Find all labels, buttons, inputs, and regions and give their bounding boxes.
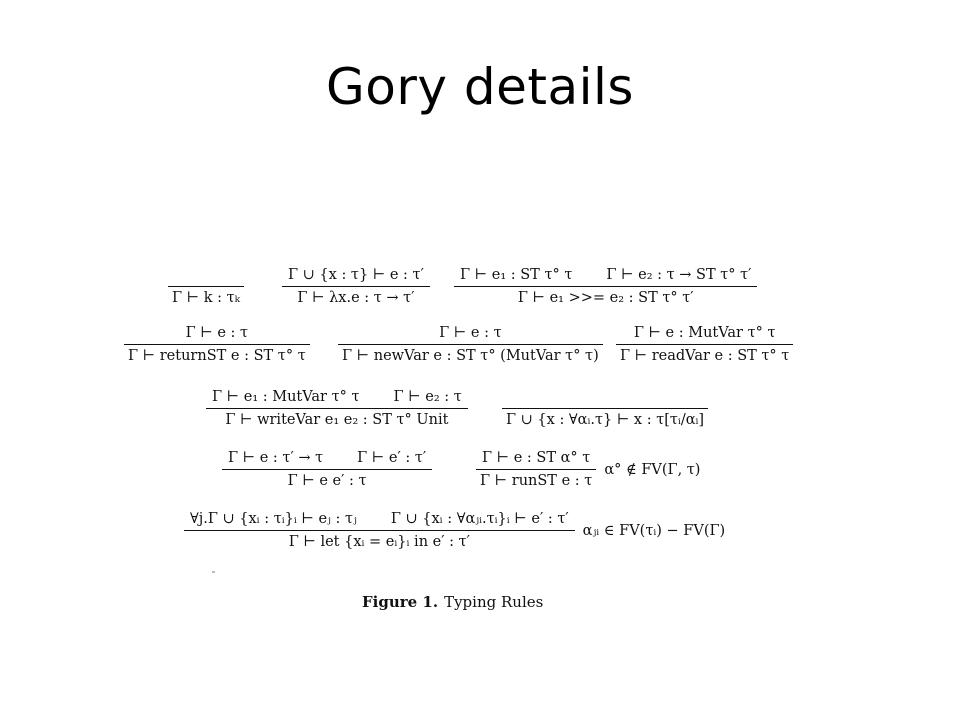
premise-row [173,263,239,283]
premise: Γ ⊢ e₁ : ST τ° τ [460,267,573,283]
premise-row: Γ ⊢ e : ST α° τ [476,446,596,466]
premise: Γ ⊢ e : MutVar τ° τ [633,325,776,341]
premise-row: ∀j.Γ ∪ {xᵢ : τᵢ}ᵢ ⊢ eⱼ : τⱼ Γ ∪ {xᵢ : ∀α… [184,507,575,527]
inference-fraction: Γ ⊢ e : MutVar τ° τ Γ ⊢ readVar e : ST τ… [616,321,794,368]
inference-fraction: Γ ⊢ e : τ Γ ⊢ returnST e : ST τ° τ [124,321,310,368]
inference-bar [454,286,758,288]
rule-const: Γ ⊢ k : τₖ [168,263,244,310]
inference-fraction: ∀j.Γ ∪ {xᵢ : τᵢ}ᵢ ⊢ eⱼ : τⱼ Γ ∪ {xᵢ : ∀α… [184,507,575,554]
conclusion: Γ ⊢ e e′ : τ [287,473,367,490]
premise: Γ ⊢ e : ST α° τ [482,450,591,466]
conclusion: Γ ⊢ e₁ >>= e₂ : ST τ° τ′ [517,290,694,307]
conclusion: Γ ⊢ λx.e : τ → τ′ [297,290,415,307]
conclusion: Γ ⊢ k : τₖ [172,290,240,307]
inference-fraction: Γ ⊢ e₁ : MutVar τ° τ Γ ⊢ e₂ : τ Γ ⊢ writ… [206,385,468,432]
inference-fraction: Γ ∪ {x : τ} ⊢ e : τ′ Γ ⊢ λx.e : τ → τ′ [282,263,430,310]
rule-let: ∀j.Γ ∪ {xᵢ : τᵢ}ᵢ ⊢ eⱼ : τⱼ Γ ∪ {xᵢ : ∀α… [184,507,725,554]
rule-newvar: Γ ⊢ e : τ Γ ⊢ newVar e : ST τ° (MutVar τ… [338,321,603,368]
premise: Γ ∪ {x : τ} ⊢ e : τ′ [288,267,424,283]
inference-fraction: Γ ⊢ e : τ Γ ⊢ newVar e : ST τ° (MutVar τ… [338,321,603,368]
side-condition: α° ∉ FV(Γ, τ) [604,461,701,478]
inference-fraction: Γ ∪ {x : ∀αᵢ.τ} ⊢ x : τ[τᵢ/αᵢ] [502,385,709,432]
rule-bind: Γ ⊢ e₁ : ST τ° τ Γ ⊢ e₂ : τ → ST τ° τ′ Γ… [454,263,758,310]
premise: Γ ⊢ e₁ : MutVar τ° τ [212,389,360,405]
figure-label: Figure 1. [362,593,439,611]
conclusion: Γ ⊢ writeVar e₁ e₂ : ST τ° Unit [225,412,449,429]
premise-row [599,385,611,405]
premise: Γ ⊢ e′ : τ′ [357,450,427,466]
inference-bar [168,286,244,288]
conclusion: Γ ⊢ returnST e : ST τ° τ [128,348,306,365]
inference-bar [616,344,794,346]
premise-row: Γ ⊢ e : MutVar τ° τ [628,321,782,341]
premise: Γ ⊢ e : τ′ → τ [228,450,324,466]
conclusion: Γ ⊢ newVar e : ST τ° (MutVar τ° τ) [342,348,599,365]
premise-row: Γ ⊢ e : τ [180,321,254,341]
inference-bar [338,344,603,346]
slide-title: Gory details [326,58,634,116]
premise: Γ ⊢ e₂ : τ → ST τ° τ′ [606,267,752,283]
inference-bar [124,344,310,346]
inference-bar [206,408,468,410]
premise-row: Γ ⊢ e₁ : ST τ° τ Γ ⊢ e₂ : τ → ST τ° τ′ [454,263,757,283]
rule-var: Γ ∪ {x : ∀αᵢ.τ} ⊢ x : τ[τᵢ/αᵢ] [502,385,709,432]
conclusion: Γ ⊢ let {xᵢ = eᵢ}ᵢ in e′ : τ′ [288,534,470,551]
rule-app: Γ ⊢ e : τ′ → τ Γ ⊢ e′ : τ′ Γ ⊢ e e′ : τ [222,446,433,493]
inference-bar [184,530,575,532]
inference-bar [222,469,433,471]
premise-row: Γ ⊢ e : τ [433,321,507,341]
rule-returnst: Γ ⊢ e : τ Γ ⊢ returnST e : ST τ° τ [124,321,310,368]
rule-writevar: Γ ⊢ e₁ : MutVar τ° τ Γ ⊢ e₂ : τ Γ ⊢ writ… [206,385,468,432]
premise-row: Γ ⊢ e : τ′ → τ Γ ⊢ e′ : τ′ [222,446,432,466]
inference-fraction: Γ ⊢ e : τ′ → τ Γ ⊢ e′ : τ′ Γ ⊢ e e′ : τ [222,446,433,493]
conclusion: Γ ⊢ runST e : τ [480,473,593,490]
inference-fraction: Γ ⊢ e : ST α° τ Γ ⊢ runST e : τ [476,446,597,493]
conclusion: Γ ⊢ readVar e : ST τ° τ [620,348,790,365]
figure-caption: Figure 1. Typing Rules [362,593,543,611]
rule-lambda: Γ ∪ {x : τ} ⊢ e : τ′ Γ ⊢ λx.e : τ → τ′ [282,263,430,310]
inference-fraction: Γ ⊢ k : τₖ [168,263,244,310]
inference-fraction: Γ ⊢ e₁ : ST τ° τ Γ ⊢ e₂ : τ → ST τ° τ′ Γ… [454,263,758,310]
premise: Γ ∪ {xᵢ : ∀αⱼᵢ.τᵢ}ᵢ ⊢ e′ : τ′ [390,511,569,527]
premise-row: Γ ⊢ e₁ : MutVar τ° τ Γ ⊢ e₂ : τ [206,385,468,405]
inference-bar [476,469,597,471]
premise-row: Γ ∪ {x : τ} ⊢ e : τ′ [282,263,430,283]
premise: Γ ⊢ e : τ [185,325,249,341]
premise: ∀j.Γ ∪ {xᵢ : τᵢ}ᵢ ⊢ eⱼ : τⱼ [190,511,357,527]
conclusion: Γ ∪ {x : ∀αᵢ.τ} ⊢ x : τ[τᵢ/αᵢ] [506,412,705,429]
rule-readvar: Γ ⊢ e : MutVar τ° τ Γ ⊢ readVar e : ST τ… [616,321,794,368]
premise: Γ ⊢ e : τ [439,325,502,341]
side-condition: αⱼᵢ ∈ FV(τᵢ) − FV(Γ) [582,522,726,539]
rule-runst: Γ ⊢ e : ST α° τ Γ ⊢ runST e : τ α° ∉ FV(… [476,446,700,493]
inference-bar [282,286,430,288]
premise: Γ ⊢ e₂ : τ [393,389,462,405]
scan-speck [212,571,215,573]
inference-bar [502,408,709,410]
figure-caption-text: Typing Rules [444,593,544,611]
